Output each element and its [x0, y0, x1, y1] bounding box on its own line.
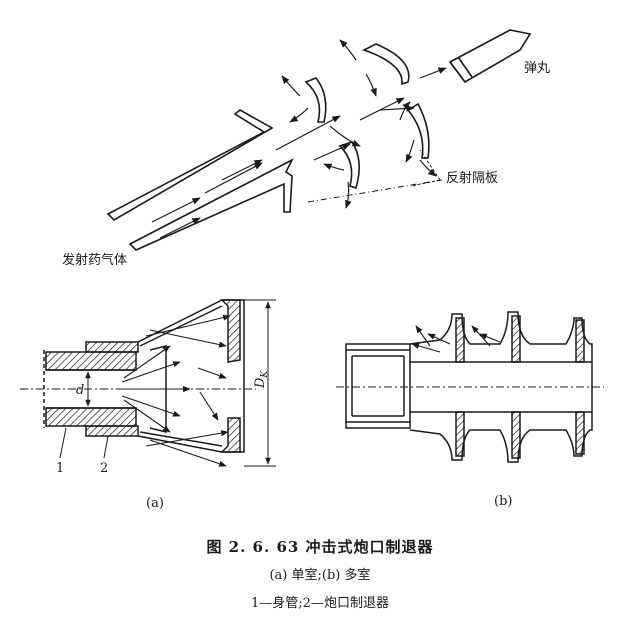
barrel-tube-b: [345, 343, 411, 429]
leader-part-2: [103, 435, 109, 459]
figure-caption-subtitle: (a) 单室;(b) 多室: [269, 568, 371, 583]
center-axis: [307, 179, 443, 203]
dim-d-label: d: [76, 383, 84, 398]
baffle-b3-top: [575, 319, 585, 363]
baffle-b3-bottom: [575, 411, 585, 455]
diagram-b: [336, 311, 604, 463]
barrel-upper-wall: [106, 109, 274, 222]
projectile-shape: [448, 29, 532, 84]
sub-label-a: (a): [146, 496, 164, 511]
deflected-arrows: [281, 39, 437, 209]
top-schematic: [106, 29, 532, 251]
baffle-3: [361, 43, 410, 86]
label-propellant-gas: 发射药气体: [62, 252, 127, 268]
baffle-1: [304, 77, 327, 123]
sub-label-b: (b): [494, 494, 512, 509]
leader-part-1: [59, 427, 67, 459]
label-projectile: 弹丸: [524, 61, 550, 76]
baffle-4: [406, 102, 430, 159]
barrel-lower-wall: [128, 158, 294, 251]
gas-flow-arrows: [151, 67, 447, 239]
dim-dk-label: DK: [253, 370, 270, 389]
part-2-label: 2: [100, 461, 108, 476]
figure-caption-title: 图 2. 6. 63 冲击式炮口制退器: [206, 538, 434, 556]
baffle-b2-top: [511, 315, 521, 363]
baffle-b1-bottom: [455, 411, 465, 457]
part-1-label: 1: [56, 461, 64, 476]
baffle-leader-1: [419, 149, 441, 181]
gas-arrows-b: [411, 325, 501, 353]
baffle-b1-top: [455, 317, 465, 363]
brake-body: [85, 299, 245, 453]
barrel-section: [43, 350, 137, 428]
baffle-2: [338, 141, 360, 190]
label-baffle: 反射隔板: [446, 170, 498, 186]
figure-caption-parts: 1—身管;2—炮口制退器: [251, 596, 389, 611]
diagram-a: [20, 299, 276, 467]
gas-arrows-a: [120, 314, 231, 467]
baffle-b2-bottom: [511, 411, 521, 459]
dim-dk-subscript: K: [260, 370, 270, 379]
